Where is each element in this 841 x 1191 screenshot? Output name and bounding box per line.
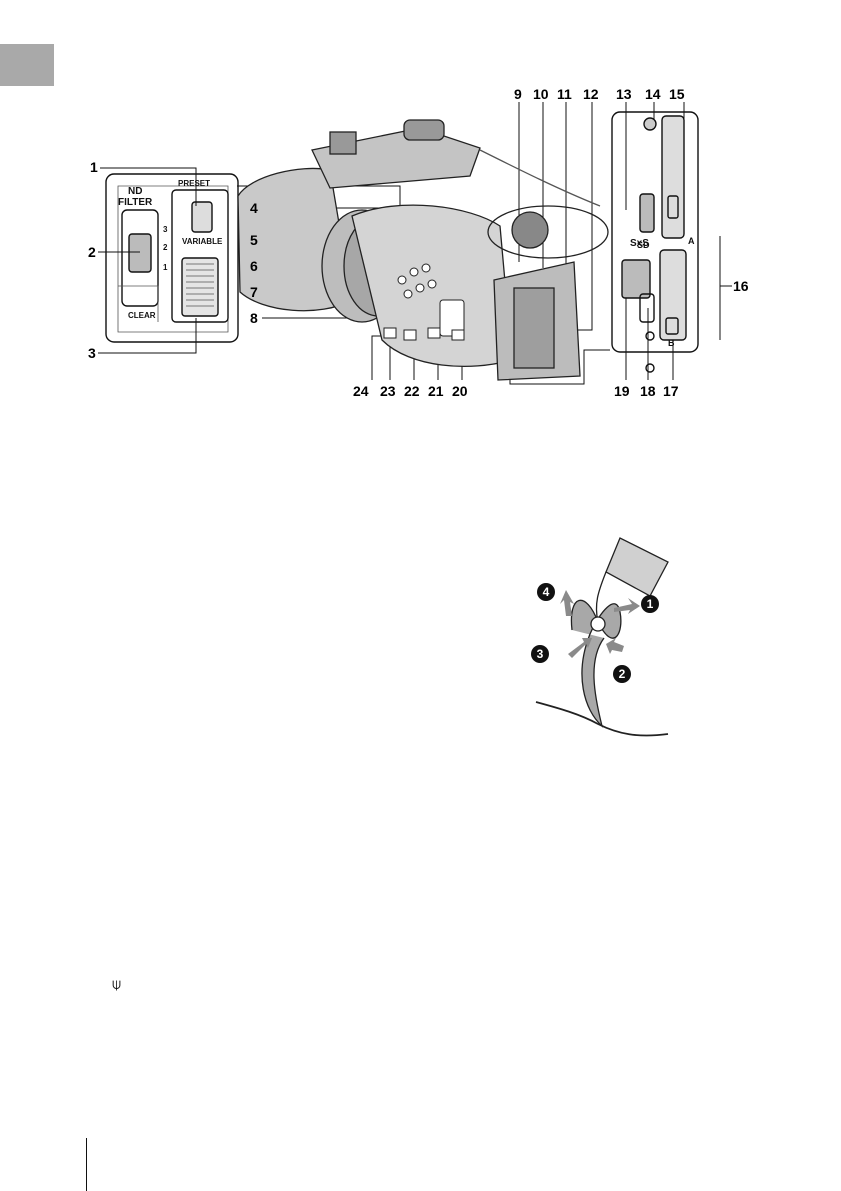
slot-b-label: B bbox=[668, 338, 675, 348]
callout-7: 7 bbox=[250, 285, 258, 299]
callout-20: 20 bbox=[452, 384, 468, 398]
strap-drawing bbox=[536, 538, 668, 736]
filter-label: FILTER bbox=[118, 197, 153, 208]
callout-18: 18 bbox=[640, 384, 656, 398]
callout-1: 1 bbox=[90, 160, 98, 174]
callout-6: 6 bbox=[250, 259, 258, 273]
pos2-label: 2 bbox=[163, 243, 168, 252]
footer-rule bbox=[86, 1138, 87, 1191]
preset-label: PRESET bbox=[178, 179, 210, 188]
callout-21: 21 bbox=[428, 384, 444, 398]
strap-step-markers: 1 2 3 4 bbox=[531, 583, 659, 683]
slot-a-label: A bbox=[688, 236, 695, 246]
callout-22: 22 bbox=[404, 384, 420, 398]
callout-24: 24 bbox=[353, 384, 369, 398]
callout-3: 3 bbox=[88, 346, 96, 360]
callout-14: 14 bbox=[645, 87, 661, 101]
strap-step-4: 4 bbox=[543, 585, 550, 599]
strap-diagram: 1 2 3 4 bbox=[528, 534, 678, 742]
callout-19: 19 bbox=[614, 384, 630, 398]
callout-2: 2 bbox=[88, 245, 96, 259]
callout-10: 10 bbox=[533, 87, 549, 101]
callout-5: 5 bbox=[250, 233, 258, 247]
callout-16: 16 bbox=[733, 279, 749, 293]
pos3-label: 3 bbox=[163, 225, 168, 234]
usb-icon: ⍦ bbox=[112, 975, 121, 993]
variable-label: VARIABLE bbox=[182, 237, 223, 246]
camera-diagram: ND FILTER PRESET VARIABLE CLEAR 3 2 1 bbox=[0, 0, 841, 420]
nd-label: ND bbox=[128, 186, 142, 197]
callout-9: 9 bbox=[514, 87, 522, 101]
callout-12: 12 bbox=[583, 87, 599, 101]
strap-step-3: 3 bbox=[537, 647, 544, 661]
sxs-label: SxS bbox=[630, 238, 649, 249]
pos1-label: 1 bbox=[163, 263, 168, 272]
callout-23: 23 bbox=[380, 384, 396, 398]
strap-step-2: 2 bbox=[619, 667, 626, 681]
media-slot-inset bbox=[612, 112, 698, 372]
callout-4: 4 bbox=[250, 201, 258, 215]
callout-8: 8 bbox=[250, 311, 258, 325]
callout-11: 11 bbox=[557, 87, 572, 101]
callout-15: 15 bbox=[669, 87, 685, 101]
strap-step-1: 1 bbox=[647, 597, 654, 611]
clear-label: CLEAR bbox=[128, 311, 156, 320]
arrow-2 bbox=[606, 638, 624, 654]
camera-body bbox=[238, 120, 608, 380]
callout-13: 13 bbox=[616, 87, 632, 101]
callout-17: 17 bbox=[663, 384, 679, 398]
